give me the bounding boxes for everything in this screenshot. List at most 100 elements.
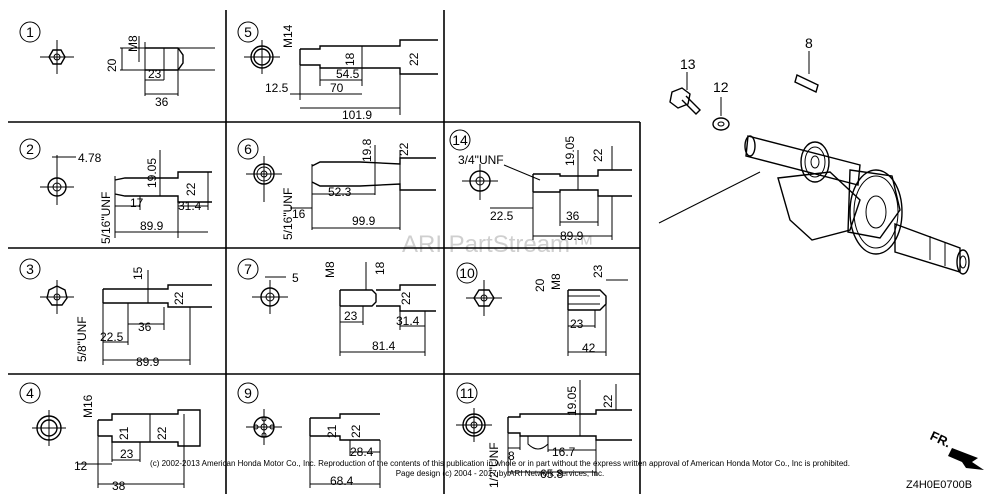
svg-text:22: 22: [397, 142, 411, 156]
front-direction-indicator: FR.: [928, 428, 984, 470]
svg-text:19.05: 19.05: [565, 386, 579, 416]
svg-text:M8: M8: [549, 273, 563, 290]
svg-text:5: 5: [292, 271, 299, 285]
bolt-icon: [669, 87, 701, 115]
svg-text:5/16"UNF: 5/16"UNF: [99, 192, 113, 244]
svg-text:22: 22: [591, 148, 605, 162]
svg-text:36: 36: [155, 95, 169, 109]
svg-text:21: 21: [325, 424, 339, 438]
svg-text:15: 15: [131, 266, 145, 280]
svg-text:16: 16: [292, 207, 306, 221]
svg-text:22: 22: [399, 291, 413, 305]
washer-icon: [712, 117, 730, 131]
panel-6: 6 19.8 22 52.3 5/16"UNF 16 99.9: [237, 138, 436, 240]
panel-number: 1: [26, 24, 34, 40]
svg-text:36: 36: [566, 209, 580, 223]
governor-gear-icon: [849, 169, 903, 255]
svg-text:89.9: 89.9: [560, 229, 584, 243]
svg-text:6: 6: [244, 141, 252, 157]
svg-text:20: 20: [105, 58, 119, 72]
svg-text:89.9: 89.9: [136, 355, 160, 369]
svg-text:8: 8: [805, 35, 813, 51]
svg-text:12.5: 12.5: [265, 81, 289, 95]
panel-7: 7 5 M8 18 22 23 31.4 81.4: [237, 258, 436, 356]
svg-text:81.4: 81.4: [372, 339, 396, 353]
svg-text:10: 10: [459, 265, 475, 281]
svg-text:23: 23: [591, 264, 605, 278]
panel-3: 3 15 22 5/8"UNF 36 22.5 89.9: [19, 258, 212, 369]
svg-text:54.5: 54.5: [336, 67, 360, 81]
svg-text:4: 4: [26, 385, 34, 401]
svg-text:19.05: 19.05: [563, 136, 577, 166]
svg-text:68.4: 68.4: [330, 474, 354, 488]
panel-11: 11 19.05 22 1/2"UNF 8 16.7 65.8: [456, 380, 632, 488]
svg-text:22: 22: [184, 182, 198, 196]
svg-text:FR.: FR.: [928, 428, 953, 450]
svg-text:8: 8: [508, 449, 515, 463]
svg-text:42: 42: [582, 341, 596, 355]
svg-text:12: 12: [74, 459, 88, 473]
svg-text:16.7: 16.7: [552, 445, 576, 459]
svg-text:23: 23: [148, 67, 162, 81]
svg-text:99.9: 99.9: [352, 214, 376, 228]
svg-text:7: 7: [244, 261, 252, 277]
svg-text:89.9: 89.9: [140, 219, 164, 233]
svg-text:M14: M14: [281, 24, 295, 48]
svg-text:5/16"UNF: 5/16"UNF: [281, 188, 295, 240]
svg-text:19.05: 19.05: [145, 158, 159, 188]
panel-4: 4 M16 21 22 12 23 38: [19, 382, 201, 493]
panel-5: 5 M14 18 22 54.5 12.5 70 101.9: [237, 21, 438, 122]
svg-text:22: 22: [349, 424, 363, 438]
svg-text:M8: M8: [323, 261, 337, 278]
svg-text:12: 12: [713, 79, 729, 95]
svg-text:5: 5: [244, 24, 252, 40]
svg-text:4.78: 4.78: [78, 151, 102, 165]
crankshaft-illustration: 13 12 8: [658, 35, 970, 275]
svg-text:23: 23: [120, 447, 134, 461]
svg-text:31.4: 31.4: [396, 314, 420, 328]
svg-text:22: 22: [155, 426, 169, 440]
svg-text:19.8: 19.8: [360, 138, 374, 162]
svg-text:11: 11: [460, 385, 475, 401]
svg-text:M16: M16: [81, 394, 95, 418]
svg-text:31.4: 31.4: [178, 199, 202, 213]
svg-text:21: 21: [117, 426, 131, 440]
svg-text:18: 18: [373, 261, 387, 275]
copyright-line-1: (c) 2002-2013 American Honda Motor Co., …: [150, 459, 850, 468]
svg-text:101.9: 101.9: [342, 108, 372, 122]
svg-text:22: 22: [407, 52, 421, 66]
copyright-line-2: Page design (c) 2004 - 2017 by ARI Netwo…: [396, 469, 605, 478]
panel-9: 9 21 22 28.4 68.4: [237, 382, 381, 488]
svg-text:23: 23: [344, 309, 358, 323]
svg-text:22.5: 22.5: [100, 330, 124, 344]
diagram-code: Z4H0E0700B: [906, 479, 972, 491]
svg-text:22.5: 22.5: [490, 209, 514, 223]
svg-text:38: 38: [112, 479, 126, 493]
svg-text:22: 22: [172, 291, 186, 305]
panel-10: 10 20 M8 23 23 42: [456, 262, 628, 356]
svg-text:9: 9: [244, 385, 252, 401]
svg-text:2: 2: [26, 141, 34, 157]
svg-text:20: 20: [533, 278, 547, 292]
woodruff-key-icon: [794, 74, 819, 93]
svg-text:36: 36: [138, 320, 152, 334]
panel-grid: [8, 10, 641, 494]
svg-text:5/8"UNF: 5/8"UNF: [75, 316, 89, 362]
svg-text:18: 18: [343, 52, 357, 66]
svg-text:13: 13: [680, 56, 696, 72]
svg-text:M8: M8: [126, 35, 140, 52]
panel-14: 14 3/4"UNF 19.05 22 22.5 36 89.9: [449, 129, 632, 243]
svg-text:22: 22: [601, 394, 615, 408]
panel-2: 2 4.78 19.05 22 5/16"UNF 17 31.4 89.9: [19, 138, 212, 244]
svg-text:23: 23: [570, 317, 584, 331]
svg-text:14: 14: [452, 132, 468, 148]
svg-text:28.4: 28.4: [350, 445, 374, 459]
timing-gear-icon: [800, 141, 830, 183]
svg-text:3: 3: [26, 261, 34, 277]
svg-text:70: 70: [330, 81, 344, 95]
svg-text:1/2"UNF: 1/2"UNF: [487, 442, 501, 488]
svg-text:65.8: 65.8: [540, 467, 564, 481]
svg-text:17: 17: [130, 196, 144, 210]
svg-text:52.3: 52.3: [328, 185, 352, 199]
